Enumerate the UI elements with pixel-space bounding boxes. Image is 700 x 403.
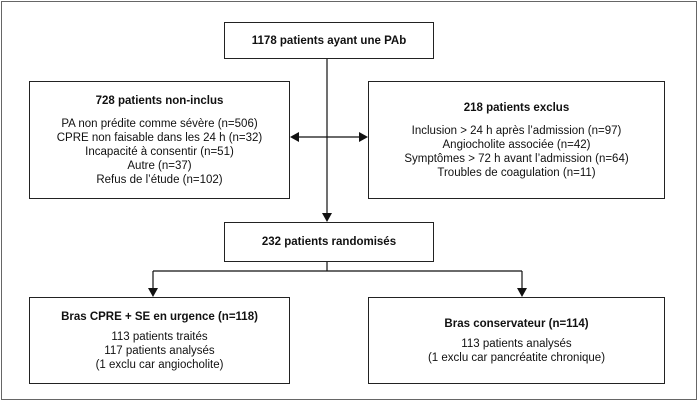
arrowhead-left bbox=[290, 132, 299, 142]
non-included-reason: Refus de l’étude (n=102) bbox=[96, 173, 223, 186]
emergency-arm-line: (1 exclu car angiocholite) bbox=[95, 358, 224, 371]
non-included-title: 728 patients non-inclus bbox=[95, 94, 224, 107]
conservative-arm-box: Bras conservateur (n=114) 113 patients a… bbox=[368, 297, 665, 384]
non-included-reason: Incapacité à consentir (n=51) bbox=[85, 145, 234, 158]
emergency-arm-box: Bras CPRE + SE en urgence (n=118) 113 pa… bbox=[29, 297, 290, 384]
arrowhead-to-randomized bbox=[322, 213, 332, 222]
conservative-arm-title: Bras conservateur (n=114) bbox=[444, 317, 589, 330]
total-patients-title: 1178 patients ayant une PAb bbox=[251, 34, 407, 47]
excluded-title: 218 patients exclus bbox=[463, 101, 570, 114]
randomized-box: 232 patients randomisés bbox=[224, 222, 434, 262]
non-included-reason: PA non prédite comme sévère (n=506) bbox=[61, 117, 258, 130]
total-patients-box: 1178 patients ayant une PAb bbox=[224, 22, 434, 59]
excluded-reason: Troubles de coagulation (n=11) bbox=[437, 166, 596, 179]
emergency-arm-title: Bras CPRE + SE en urgence (n=118) bbox=[61, 310, 258, 323]
non-included-reason: CPRE non faisable dans les 24 h (n=32) bbox=[56, 131, 263, 144]
randomized-title: 232 patients randomisés bbox=[261, 236, 397, 248]
non-included-reason: Autre (n=37) bbox=[127, 159, 192, 172]
excluded-reason: Inclusion > 24 h après l’admission (n=97… bbox=[411, 124, 622, 137]
conservative-arm-line: (1 exclu car pancréatite chronique) bbox=[427, 351, 606, 364]
non-included-box: 728 patients non-inclus PA non prédite c… bbox=[29, 81, 290, 199]
arrowhead-right bbox=[359, 132, 368, 142]
excluded-box: 218 patients exclus Inclusion > 24 h apr… bbox=[368, 81, 665, 199]
arrowhead-right-arm bbox=[517, 288, 527, 297]
arrowhead-left-arm bbox=[148, 288, 158, 297]
emergency-arm-line: 113 patients traités bbox=[111, 330, 208, 343]
excluded-reason: Angiocholite associée (n=42) bbox=[442, 138, 591, 151]
conservative-arm-line: 113 patients analysés bbox=[461, 337, 572, 350]
emergency-arm-line: 117 patients analysés bbox=[104, 344, 215, 357]
excluded-reason: Symptômes > 72 h avant l’admission (n=64… bbox=[404, 152, 629, 165]
